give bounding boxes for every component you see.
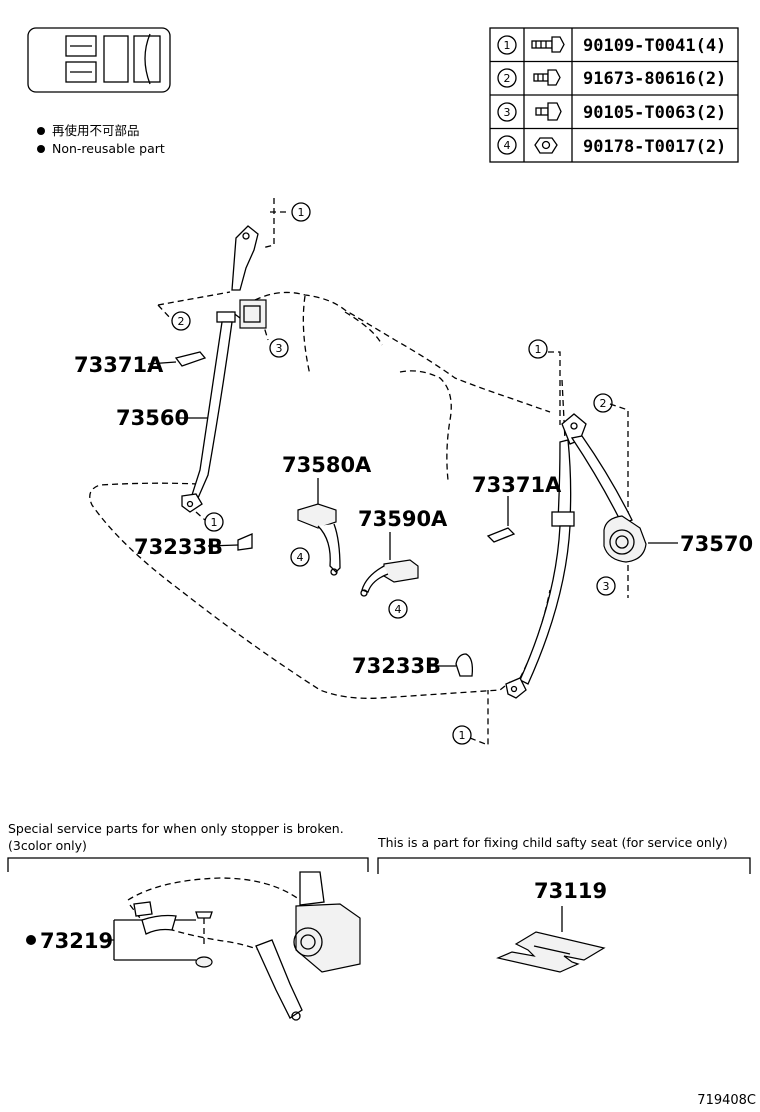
part-73233B-right bbox=[427, 653, 474, 677]
svg-text:2: 2 bbox=[600, 397, 607, 410]
callout bbox=[290, 547, 310, 567]
label-73233B-left: 73233B bbox=[134, 535, 223, 559]
svg-text:90105-T0063(2): 90105-T0063(2) bbox=[583, 103, 726, 123]
child-seat-plate bbox=[496, 931, 606, 973]
bolt-short-icon bbox=[535, 102, 562, 121]
left-belt-73560 bbox=[181, 225, 267, 513]
label-73233B-right: 73233B bbox=[352, 654, 441, 678]
callout bbox=[452, 725, 472, 745]
buckle-73580A bbox=[297, 478, 341, 576]
figure-code: 719408C bbox=[697, 1093, 756, 1108]
stopper-service-section: Special service parts for when only stop… bbox=[7, 821, 369, 1021]
child-seat-section: This is a part for fixing child safty se… bbox=[377, 835, 751, 973]
callout-leaders bbox=[157, 198, 629, 746]
svg-text:1: 1 bbox=[504, 39, 511, 52]
callout bbox=[596, 576, 616, 596]
label-73580A: 73580A bbox=[282, 453, 372, 477]
legend-en: Non-reusable part bbox=[52, 141, 165, 156]
bullet-icon bbox=[37, 127, 45, 135]
callout bbox=[171, 311, 191, 331]
part-73371A-left bbox=[147, 351, 207, 367]
bolt-table: 1 90109-T0041(4) 2 91673-80616(2) bbox=[489, 27, 739, 163]
table-row: 3 90105-T0063(2) bbox=[497, 102, 726, 123]
callout bbox=[269, 338, 289, 358]
callout-circles: 1 2 3 1 2 1 4 4 3 1 bbox=[171, 202, 616, 745]
table-row: 1 90109-T0041(4) bbox=[497, 35, 726, 56]
label-73560: 73560 bbox=[116, 406, 189, 430]
svg-text:2: 2 bbox=[178, 315, 185, 328]
svg-text:4: 4 bbox=[395, 603, 402, 616]
label-73371A-right: 73371A bbox=[472, 473, 562, 497]
buckle-73590A bbox=[360, 532, 419, 597]
part-73371A-right bbox=[486, 496, 516, 543]
callout bbox=[528, 339, 548, 359]
callout bbox=[593, 393, 613, 413]
svg-text:1: 1 bbox=[459, 729, 466, 742]
callout bbox=[388, 599, 408, 619]
table-row: 4 90178-T0017(2) bbox=[497, 135, 726, 157]
label-73590A: 73590A bbox=[358, 507, 448, 531]
label-73219: 73219 bbox=[40, 929, 113, 953]
svg-text:90109-T0041(4): 90109-T0041(4) bbox=[583, 36, 726, 56]
svg-text:91673-80616(2): 91673-80616(2) bbox=[583, 69, 726, 89]
nut-icon bbox=[534, 137, 558, 154]
callout bbox=[204, 512, 224, 532]
bolt-long-icon bbox=[531, 36, 565, 53]
legend-jp: 再使用不可部品 bbox=[52, 123, 140, 138]
legend: 再使用不可部品 Non-reusable part bbox=[37, 123, 165, 156]
svg-text:4: 4 bbox=[297, 551, 304, 564]
stopper-note-line1: Special service parts for when only stop… bbox=[8, 821, 344, 836]
child-seat-note: This is a part for fixing child safty se… bbox=[377, 835, 728, 850]
svg-text:3: 3 bbox=[603, 580, 610, 593]
part-labels: 73371A 73560 73580A 73590A 73233B 73371A… bbox=[74, 353, 753, 678]
svg-text:1: 1 bbox=[211, 516, 218, 529]
bullet-icon bbox=[37, 145, 45, 153]
svg-text:2: 2 bbox=[504, 72, 511, 85]
vehicle-location-icon bbox=[27, 27, 171, 93]
right-belt-73570 bbox=[505, 413, 678, 699]
non-reusable-bullet-icon bbox=[26, 935, 36, 945]
stopper-note-line2: (3color only) bbox=[8, 838, 87, 853]
label-73371A-left: 73371A bbox=[74, 353, 164, 377]
svg-text:90178-T0017(2): 90178-T0017(2) bbox=[583, 137, 726, 157]
svg-text:3: 3 bbox=[504, 106, 511, 119]
table-row: 2 91673-80616(2) bbox=[497, 68, 726, 89]
part-73233B-left bbox=[207, 533, 253, 551]
callout bbox=[291, 202, 311, 222]
svg-text:3: 3 bbox=[276, 342, 283, 355]
svg-text:1: 1 bbox=[298, 206, 305, 219]
svg-text:1: 1 bbox=[535, 343, 542, 356]
bolt-icon bbox=[533, 69, 561, 86]
label-73570: 73570 bbox=[680, 532, 753, 556]
label-73119: 73119 bbox=[534, 879, 607, 903]
svg-text:4: 4 bbox=[504, 139, 511, 152]
